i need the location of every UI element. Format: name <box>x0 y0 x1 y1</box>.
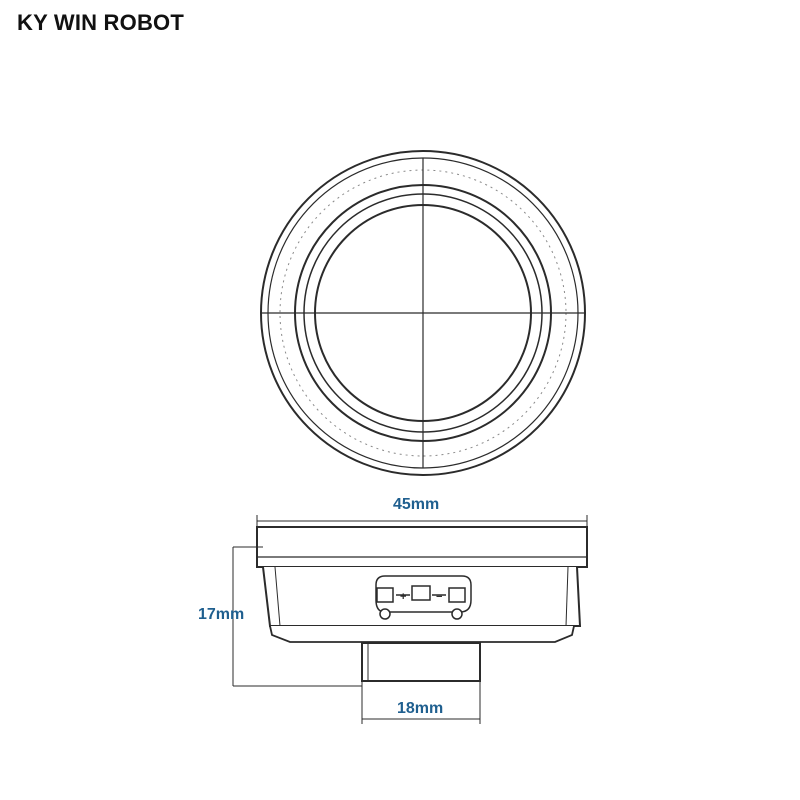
side-view <box>256 526 588 682</box>
outer-diameter-label: 45mm <box>393 496 440 513</box>
top-view <box>260 150 586 476</box>
dimension-lines <box>232 515 588 724</box>
terminal-plus: + <box>400 591 406 603</box>
height-label: 17mm <box>198 606 245 623</box>
outer-rim <box>260 150 586 476</box>
magnet-base <box>361 642 481 682</box>
flange <box>256 526 588 568</box>
terminal-minus: − <box>436 591 442 603</box>
bottom-plate <box>269 625 575 643</box>
brand-title: KY WIN ROBOT <box>17 10 184 35</box>
base-diameter-label: 18mm <box>397 700 444 717</box>
terminal-block <box>375 575 472 620</box>
